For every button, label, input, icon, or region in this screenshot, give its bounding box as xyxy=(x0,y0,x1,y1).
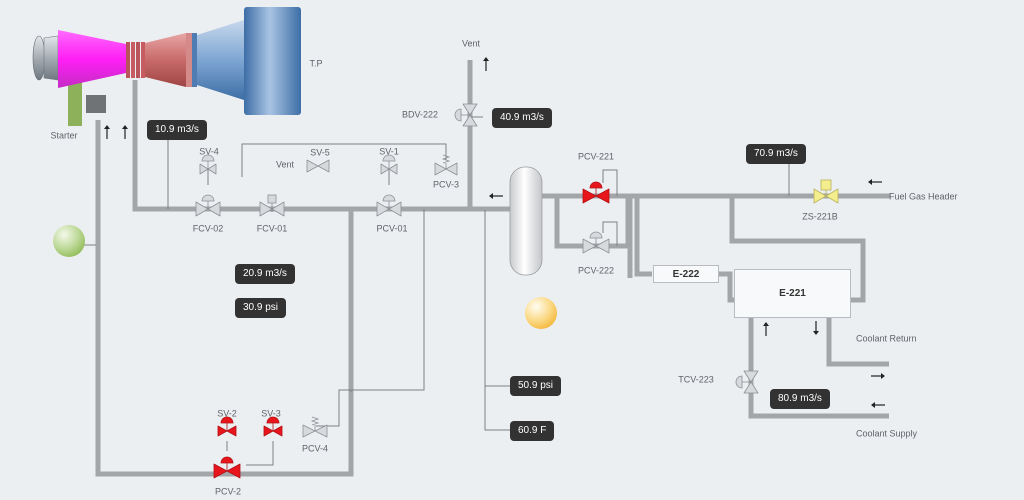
pcv-222-label: PCV-222 xyxy=(577,265,615,276)
arrow-up-icon xyxy=(763,322,769,336)
valve-fcv-01[interactable] xyxy=(259,194,285,217)
valve-fcv-02[interactable] xyxy=(195,194,221,217)
valve-pcv-2[interactable] xyxy=(213,456,241,479)
sv-2-label: SV-2 xyxy=(217,408,237,419)
valve-sv-3[interactable] xyxy=(263,416,283,437)
coolant-return-label: Coolant Return xyxy=(856,333,917,344)
valve-tcv-223[interactable] xyxy=(735,370,759,394)
tcv-223-label: TCV-223 xyxy=(678,374,714,385)
starter-coupling xyxy=(86,95,106,113)
power-turbine xyxy=(244,7,301,115)
flow-readout: 10.9 m3/s xyxy=(147,120,207,140)
zs-221b-label: ZS-221B xyxy=(802,211,838,222)
valve-sv-1[interactable] xyxy=(380,154,398,175)
sv-3-label: SV-3 xyxy=(261,408,281,419)
status-light-icon xyxy=(53,225,85,257)
starter-label: Starter xyxy=(50,130,78,141)
valve-pcv-222[interactable] xyxy=(582,231,610,254)
pcv-2-label: PCV-2 xyxy=(214,486,242,497)
flow-readout: 80.9 m3/s xyxy=(770,389,830,409)
arrow-up-icon xyxy=(104,125,110,139)
sv-4-label: SV-4 xyxy=(199,146,219,157)
valve-pcv-01[interactable] xyxy=(376,194,402,217)
valve-pcv-3[interactable] xyxy=(434,154,458,176)
heat-exchanger-e-221[interactable]: E-221 xyxy=(734,269,851,318)
pressure-readout: 30.9 psi xyxy=(235,298,287,318)
flow-readout: 20.9 m3/s xyxy=(235,264,295,284)
turbine-train xyxy=(32,7,301,126)
hp-turbine-section xyxy=(145,33,186,87)
vent-top-label: Vent xyxy=(461,38,481,49)
valve-zs-221b[interactable] xyxy=(813,179,839,204)
fcv-01-label: FCV-01 xyxy=(256,223,288,234)
valve-pcv-221[interactable] xyxy=(582,181,610,204)
flow-readout: 40.9 m3/s xyxy=(492,108,552,128)
signal-lines xyxy=(75,116,790,466)
status-light-icon xyxy=(525,297,557,329)
turbine-label: T.P xyxy=(309,58,323,69)
temperature-readout: 60.9 F xyxy=(510,421,555,441)
heat-exchanger-e-222[interactable]: E-222 xyxy=(653,265,719,283)
arrow-right-icon xyxy=(871,373,885,379)
arrow-down-icon xyxy=(813,321,819,335)
coolant-supply-label: Coolant Supply xyxy=(856,428,918,439)
sv-1-label: SV-1 xyxy=(379,146,399,157)
arrow-left-icon xyxy=(871,402,885,408)
arrow-left-icon xyxy=(489,193,503,199)
fuel-gas-header-label: Fuel Gas Header xyxy=(889,191,958,202)
pcv-221-label: PCV-221 xyxy=(577,151,615,162)
bdv-222-label: BDV-222 xyxy=(401,109,439,120)
valve-pcv-4[interactable] xyxy=(302,416,328,438)
arrow-up-icon xyxy=(483,57,489,71)
combustor-section xyxy=(58,30,126,88)
valve-sv-4[interactable] xyxy=(199,154,217,175)
arrow-up-icon xyxy=(122,125,128,139)
pressure-readout: 50.9 psi xyxy=(510,376,562,396)
valve-sv-2[interactable] xyxy=(217,416,237,437)
flow-readout: 70.9 m3/s xyxy=(746,144,806,164)
arrow-left-icon xyxy=(868,179,882,185)
starter-motor xyxy=(68,80,82,126)
sv-5-label: SV-5 xyxy=(310,147,330,158)
fcv-02-label: FCV-02 xyxy=(192,223,224,234)
pcv-3-label: PCV-3 xyxy=(432,179,460,190)
valve-bdv-222[interactable] xyxy=(454,103,478,127)
valve-sv-5[interactable] xyxy=(306,159,330,173)
pcv-01-label: PCV-01 xyxy=(376,223,408,234)
separator-vessel xyxy=(509,166,543,276)
pcv-4-label: PCV-4 xyxy=(301,443,329,454)
vent-mid-label: Vent xyxy=(275,159,295,170)
